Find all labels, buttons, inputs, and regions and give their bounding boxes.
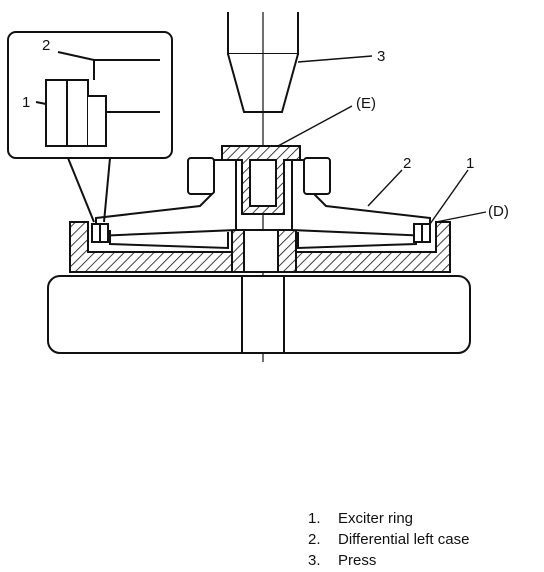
legend-text: Exciter ring <box>338 510 414 527</box>
legend-number: 3. <box>308 552 321 569</box>
inset-label-1: 1 <box>22 94 30 111</box>
press-ram <box>227 12 299 113</box>
legend-number: 2. <box>308 531 321 548</box>
press-adapter <box>221 145 301 215</box>
parts-legend: 1.Exciter ring 2.Differential left case … <box>308 508 469 571</box>
callout-point-d: (D) <box>488 203 509 220</box>
legend-item: 1. Exciter ring <box>308 508 469 529</box>
callout-press: 3 <box>377 48 385 65</box>
legend-text: Differential left case <box>338 531 470 548</box>
exciter-ring-left <box>91 223 109 243</box>
detail-inset <box>7 31 173 223</box>
exciter-ring-right <box>413 223 431 243</box>
callout-diff-case: 2 <box>403 155 411 172</box>
right-bearing <box>303 157 331 195</box>
inset-label-2: 2 <box>42 37 50 54</box>
legend-item: 3. Press <box>308 550 469 571</box>
support-block <box>47 275 471 354</box>
callout-exciter-ring: 1 <box>466 155 474 172</box>
callout-point-e: (E) <box>356 95 376 112</box>
legend-text: Press <box>338 552 377 569</box>
leader-lines <box>277 55 487 225</box>
left-bearing <box>187 157 215 195</box>
legend-item: 2. Differential left case <box>308 529 469 550</box>
legend-number: 1. <box>308 510 321 527</box>
fixture-base <box>69 221 451 273</box>
